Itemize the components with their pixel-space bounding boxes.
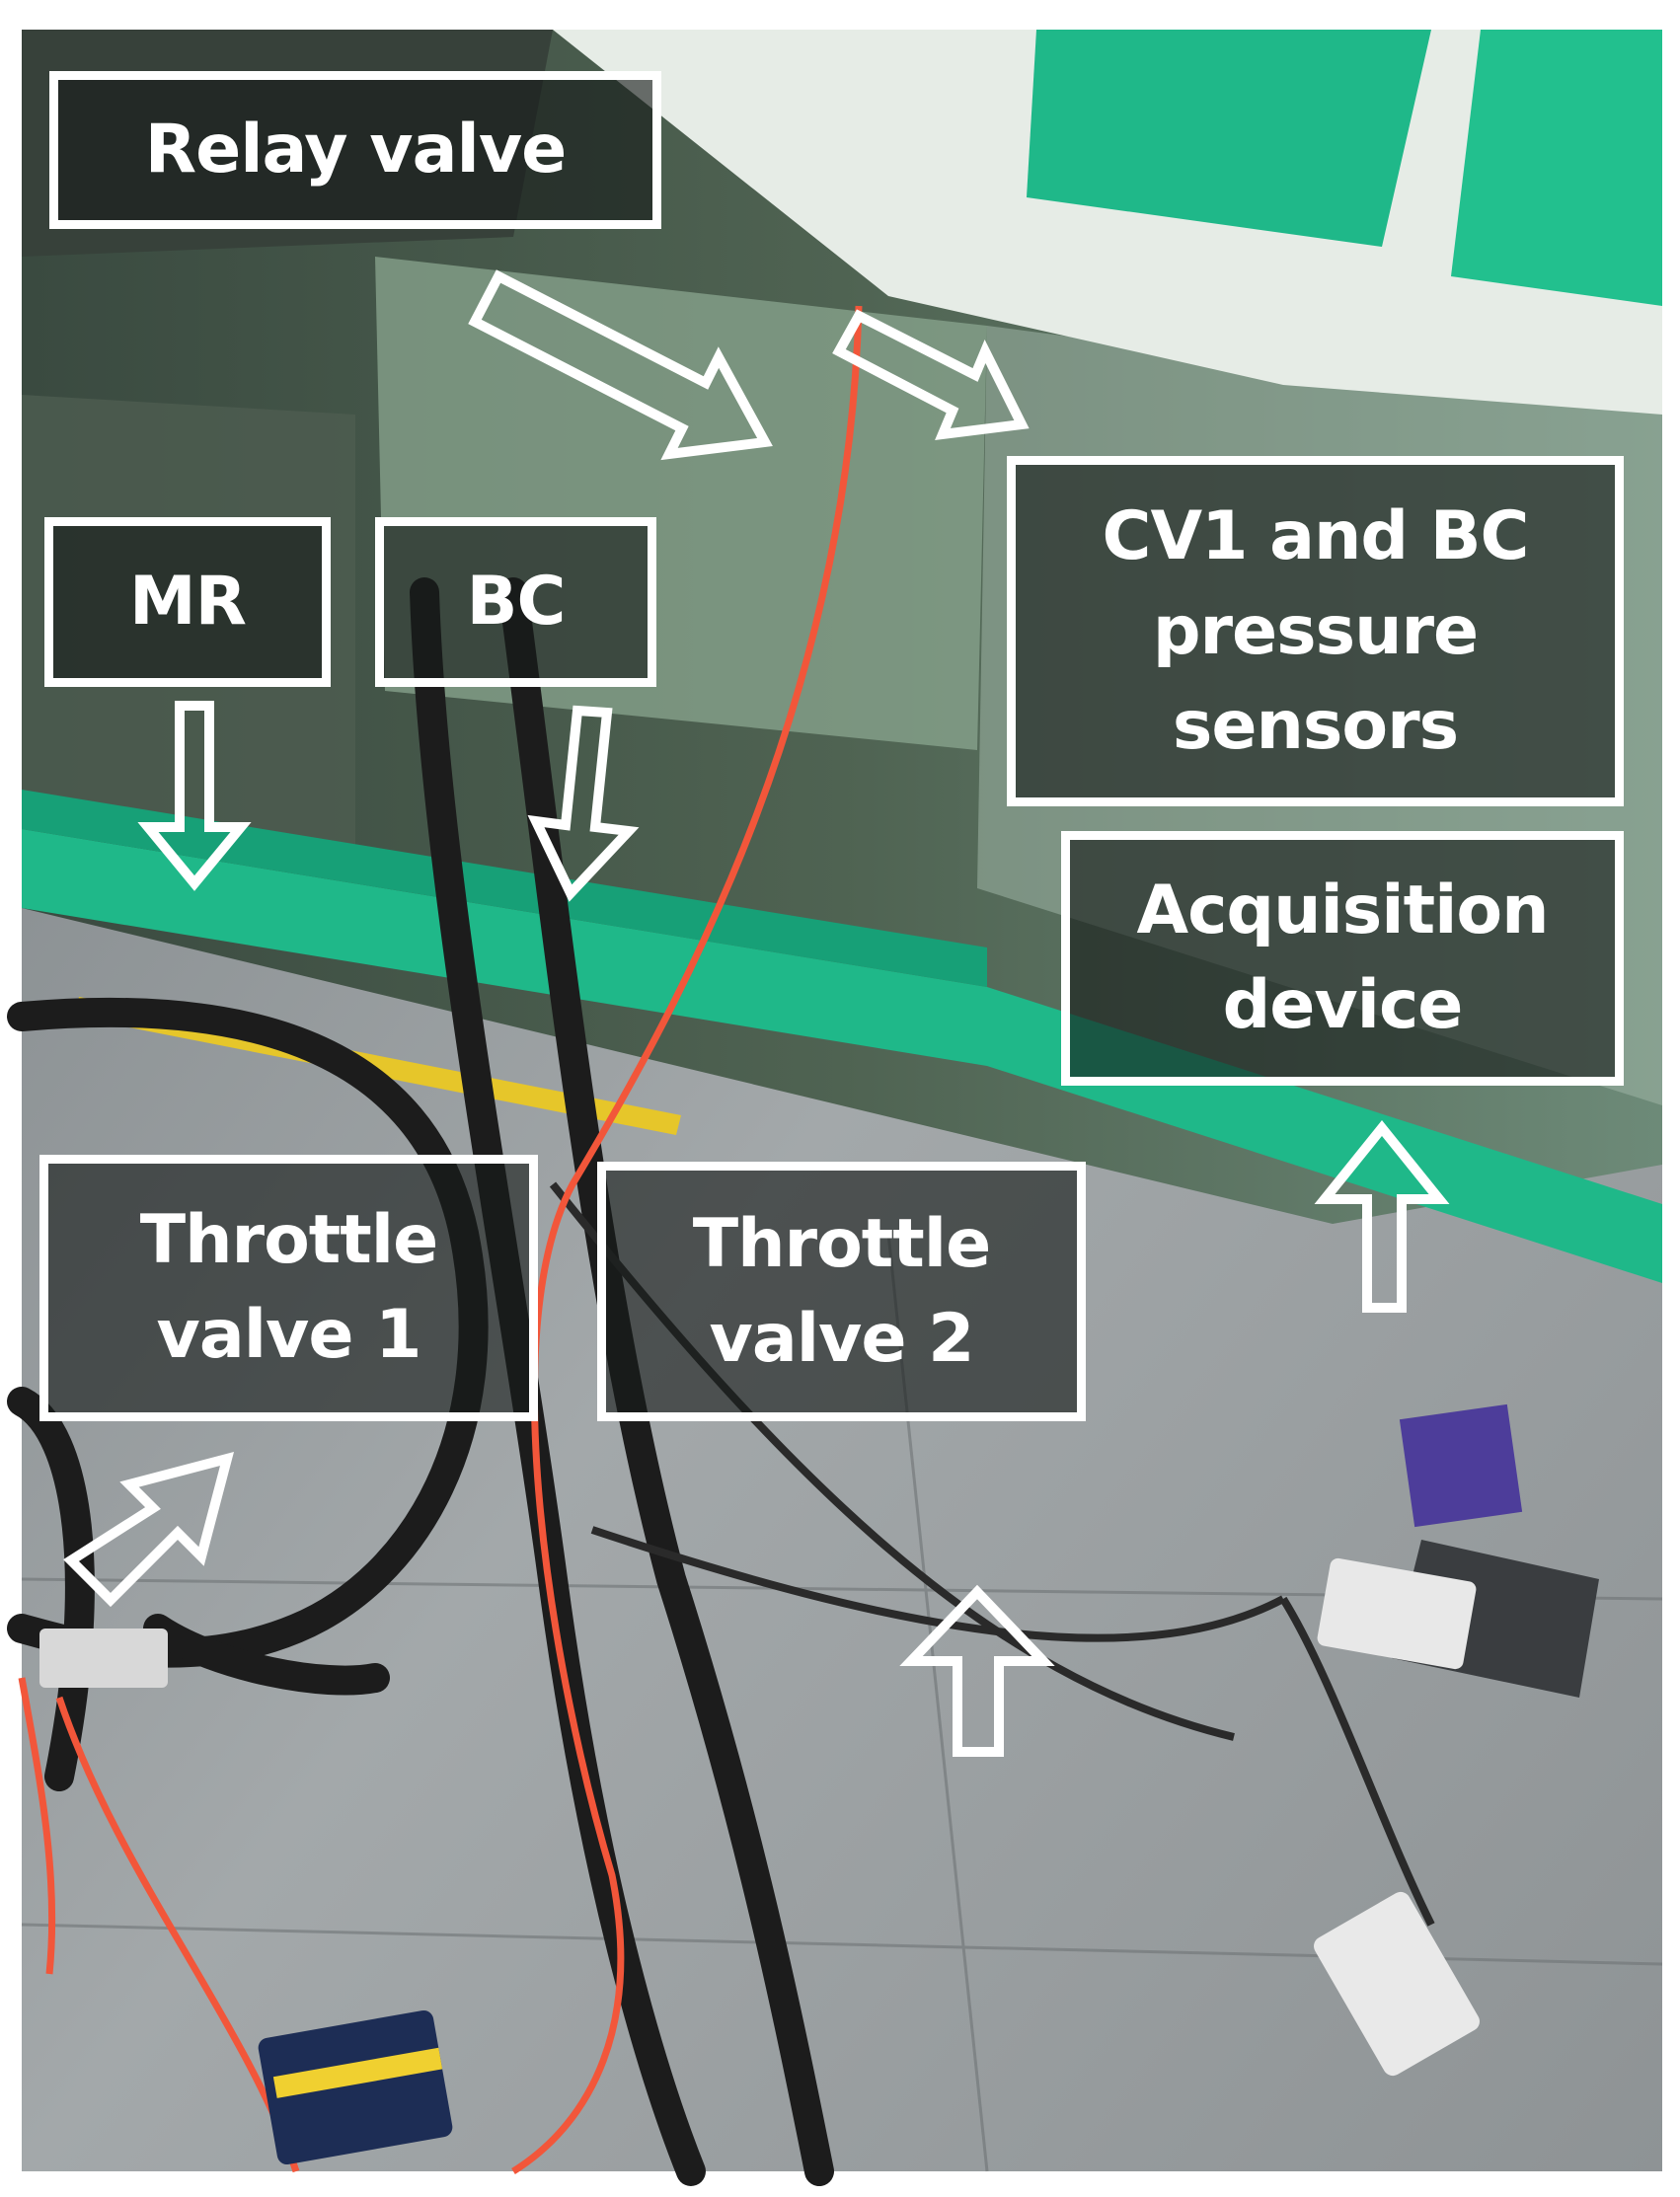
cv1-bc-sensors-label: CV1 and BC pressure sensors [1007, 456, 1624, 806]
throttle1-arrow [63, 1451, 235, 1608]
bc-arrow [527, 705, 640, 902]
green-base-strip [22, 829, 1662, 1283]
bc-label: BC [375, 517, 656, 687]
relay-arrow-1 [468, 269, 773, 461]
acquisition-device-label: Acquisition device [1061, 831, 1624, 1086]
mr-arrow [137, 701, 252, 891]
laptop [1399, 1403, 1523, 1528]
throttle-valve-1-label: Throttle valve 1 [39, 1155, 538, 1421]
acquisition-unit [1317, 1557, 1477, 1670]
relay-arrow-2 [832, 309, 1030, 441]
mr-label: MR [44, 517, 331, 687]
throttle-valve-2-label: Throttle valve 2 [597, 1162, 1086, 1421]
relay-valve-label: Relay valve [49, 71, 661, 229]
floor-box-left [258, 2009, 453, 2165]
throttle2-arrow [899, 1584, 1055, 1757]
acquisition-arrow [1314, 1120, 1450, 1313]
